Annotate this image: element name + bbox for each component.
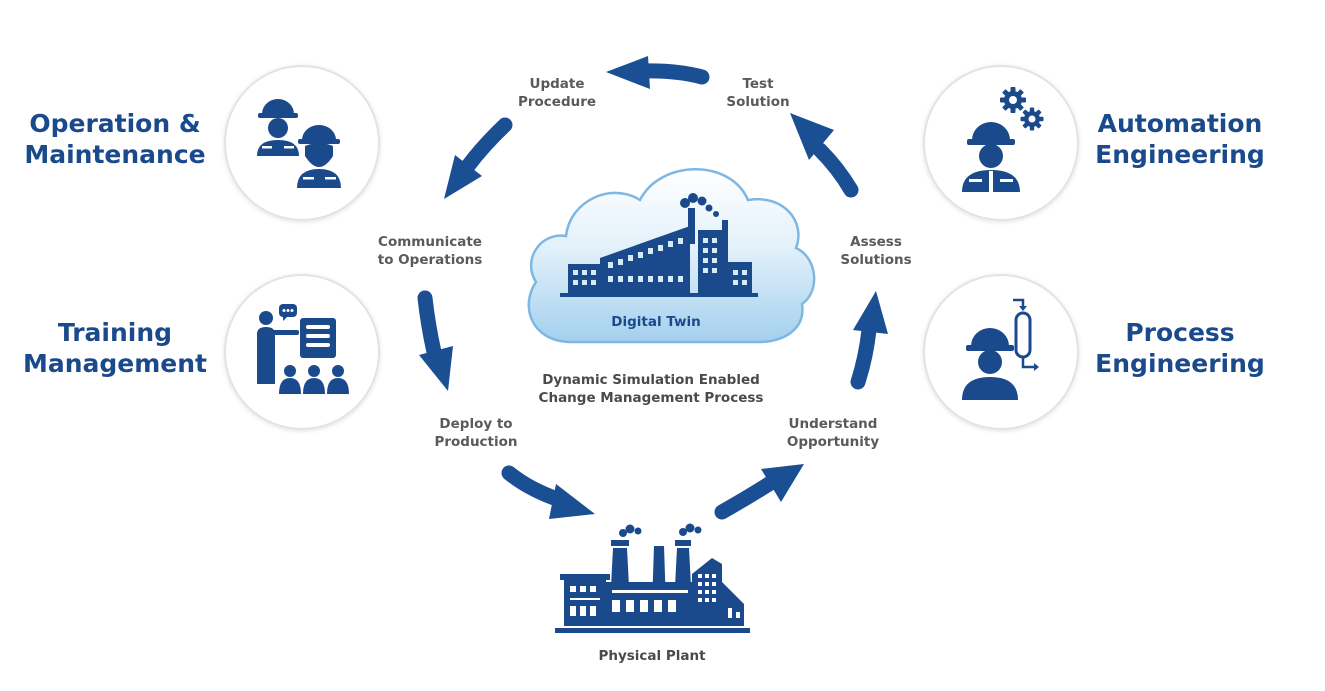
physical-plant-label: Physical Plant — [598, 648, 706, 664]
center-caption-line1: Dynamic Simulation Enabled — [542, 372, 760, 388]
arrow-assess-to-test — [790, 113, 859, 198]
two-workers-icon — [257, 99, 341, 188]
digital-twin-cloud: Digital Twin — [527, 168, 816, 344]
role-title-automation-line1: Automation — [1098, 109, 1263, 138]
arrow-understand-to-assess — [850, 291, 888, 390]
arrow-plant-to-understand — [714, 464, 804, 520]
presenter-audience-icon — [257, 304, 349, 394]
arrow-deploy-to-plant — [501, 465, 595, 519]
role-title-operation-line2: Maintenance — [24, 140, 205, 169]
role-title-process-line2: Engineering — [1095, 349, 1265, 378]
step-update-line1: Update — [529, 76, 584, 92]
center-caption: Dynamic Simulation Enabled Change Manage… — [539, 372, 764, 406]
step-understand-line2: Opportunity — [787, 434, 879, 450]
role-circle-training — [224, 274, 380, 430]
physical-plant: Physical Plant — [555, 523, 750, 664]
step-assess-solutions: Assess Solutions — [840, 234, 911, 268]
step-understand-line1: Understand — [789, 416, 878, 432]
role-title-automation: Automation Engineering — [1095, 109, 1265, 169]
step-communicate-line1: Communicate — [378, 234, 482, 250]
step-assess-line2: Solutions — [840, 252, 911, 268]
step-deploy-line2: Production — [434, 434, 517, 450]
role-title-process-line1: Process — [1125, 318, 1234, 347]
step-deploy-line1: Deploy to — [439, 416, 512, 432]
step-test-solution: Test Solution — [726, 76, 789, 110]
digital-factory-icon — [560, 193, 758, 297]
role-title-operation-line1: Operation & — [29, 109, 200, 138]
role-circle-automation — [923, 65, 1079, 221]
arrow-update-to-communicate — [444, 117, 513, 199]
step-update-line2: Procedure — [518, 94, 596, 110]
role-title-training-line1: Training — [58, 318, 172, 347]
step-understand: Understand Opportunity — [787, 416, 879, 450]
worker-gears-icon — [962, 87, 1044, 192]
role-title-training: Training Management — [23, 318, 207, 378]
step-update-procedure: Update Procedure — [518, 76, 596, 110]
role-title-process: Process Engineering — [1095, 318, 1265, 378]
arrow-test-to-update — [606, 56, 710, 89]
step-assess-line1: Assess — [850, 234, 902, 250]
role-title-training-line2: Management — [23, 349, 207, 378]
role-title-automation-line2: Engineering — [1095, 140, 1265, 169]
role-circle-process — [923, 274, 1079, 430]
step-communicate: Communicate to Operations — [378, 234, 483, 268]
cycle-arrows — [417, 56, 888, 520]
step-test-line2: Solution — [726, 94, 789, 110]
physical-plant-icon — [555, 523, 750, 633]
step-deploy: Deploy to Production — [434, 416, 517, 450]
role-circle-operation — [224, 65, 380, 221]
step-test-line1: Test — [742, 76, 774, 92]
center-caption-line2: Change Management Process — [539, 390, 764, 406]
role-title-operation: Operation & Maintenance — [24, 109, 205, 169]
step-communicate-line2: to Operations — [378, 252, 483, 268]
arrow-communicate-to-deploy — [417, 290, 453, 391]
worker-vessel-icon — [962, 298, 1039, 400]
digital-twin-label: Digital Twin — [611, 314, 700, 330]
